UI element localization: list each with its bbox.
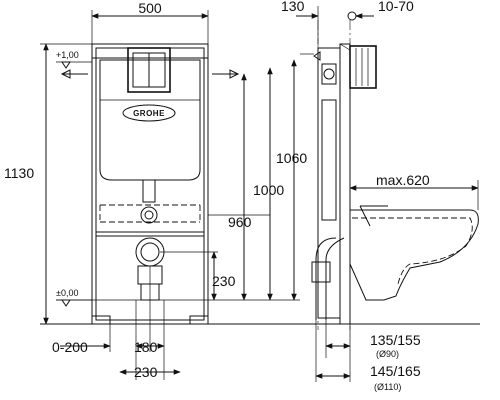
dim-180-label: 180 [134, 339, 158, 355]
dim-offset-label: 0-200 [52, 339, 88, 355]
level-top-label: +1,00 [56, 50, 79, 60]
flush-pipe [142, 179, 156, 203]
side-flush-plate [349, 45, 377, 89]
flush-plate [127, 47, 171, 93]
dim-pipe1-label: 135/155 [370, 332, 421, 348]
dim-height-label: 1130 [4, 165, 34, 181]
dim-pipe1-sub: (Ø90) [376, 349, 399, 359]
wall-section [339, 43, 351, 325]
inlet-arrow-left [60, 69, 88, 79]
drain-outlet [135, 237, 165, 267]
level-floor-symbol [61, 299, 71, 307]
dim-width-label: 500 [138, 0, 162, 16]
dim-960-label: 960 [228, 214, 252, 230]
brand-label: GROHE [133, 109, 165, 118]
adjust-marker [347, 11, 357, 21]
side-frame [317, 47, 341, 319]
dim-pipe2-label: 145/165 [370, 363, 421, 379]
inlet-arrow-right [212, 69, 240, 79]
dim-1060-label: 1060 [276, 150, 307, 166]
bowl-outline-front [99, 204, 201, 223]
level-floor-label: ±0,00 [56, 288, 78, 298]
dim-230v-label: 230 [212, 273, 236, 289]
dim-max620-label: max.620 [376, 172, 430, 188]
side-drain-pipe [315, 237, 345, 320]
side-bowl [349, 209, 479, 301]
level-top-symbol [61, 61, 71, 69]
brand-logo [122, 104, 176, 122]
dim-1000-label: 1000 [253, 182, 284, 198]
cistern [99, 59, 201, 181]
dim-230h-label: 230 [134, 364, 158, 380]
dim-adjust-label: 10-70 [378, 0, 414, 14]
dim-pipe2-sub: (Ø110) [374, 382, 401, 392]
side-view: 130 10-70 max.620 135/155 (Ø90) 145/165 … [281, 0, 479, 392]
dim-depth-label: 130 [281, 0, 305, 14]
front-view: GROHE +1,00 ±0,00 500 1130 [4, 0, 480, 380]
